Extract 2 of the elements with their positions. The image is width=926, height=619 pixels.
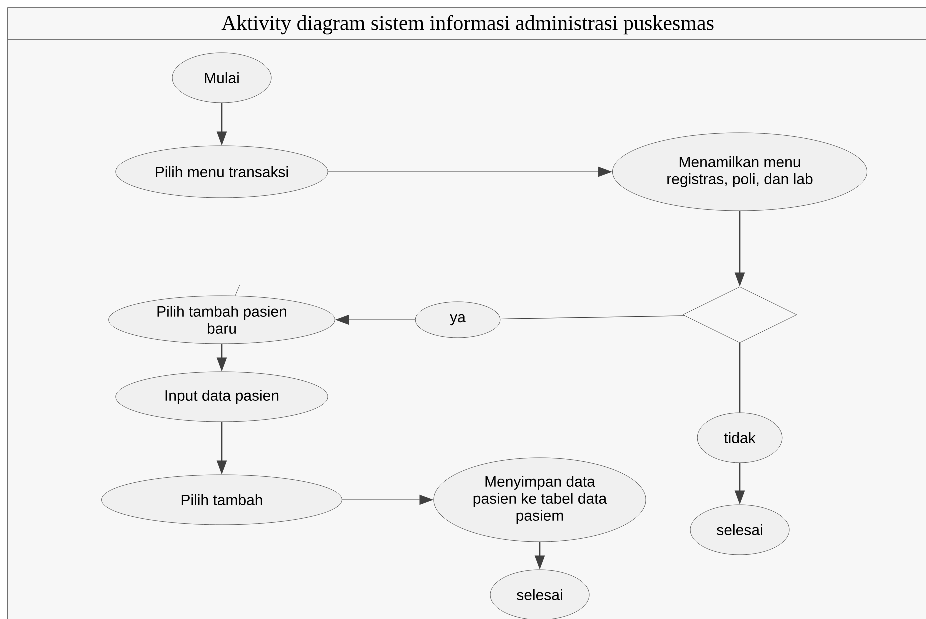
title: Aktivity diagram sistem informasi administrasi puskesmas	[222, 15, 714, 35]
decision-diamond	[682, 286, 798, 344]
